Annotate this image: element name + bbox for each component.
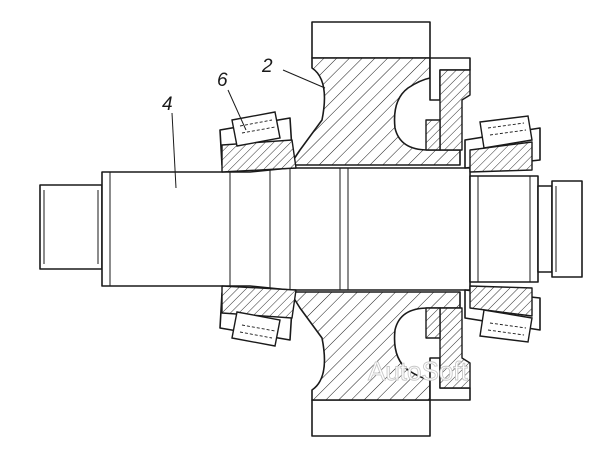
- leader-4: [171, 112, 177, 189]
- callout-6: 6: [217, 70, 228, 91]
- gear-web-upper: [289, 57, 461, 166]
- shaft-journal: [101, 167, 471, 291]
- leader-6: [227, 89, 247, 131]
- leader-lines: [171, 69, 326, 189]
- shaft-right-section: [469, 175, 539, 283]
- left-bearing-roller-upper: [231, 111, 281, 147]
- left-bearing-cone-upper: [221, 139, 297, 173]
- leader-2: [282, 69, 326, 89]
- left-bearing-roller-lower: [231, 311, 281, 347]
- callout-2: 2: [261, 56, 273, 77]
- right-bearing-cone-upper: [469, 141, 533, 173]
- spacer-lower-inner: [425, 307, 441, 339]
- gear-rim-bottom: [311, 399, 431, 437]
- right-bearing: [464, 115, 541, 343]
- left-bearing: [219, 111, 297, 347]
- gear-web-lower: [289, 291, 461, 401]
- left-bearing-cone-lower: [221, 285, 297, 319]
- gear-rim-top: [311, 21, 431, 59]
- shaft-right-end: [551, 180, 583, 278]
- gear-section: [289, 21, 471, 437]
- spacer-upper: [439, 69, 471, 151]
- spacer-upper-inner: [425, 119, 441, 151]
- shaft: [39, 167, 583, 291]
- callout-4: 4: [162, 94, 173, 115]
- shaft-right-collar: [537, 185, 553, 273]
- shaft-left-end: [39, 184, 103, 270]
- right-bearing-cone-lower: [469, 285, 533, 317]
- watermark: AutoSoft: [368, 356, 469, 386]
